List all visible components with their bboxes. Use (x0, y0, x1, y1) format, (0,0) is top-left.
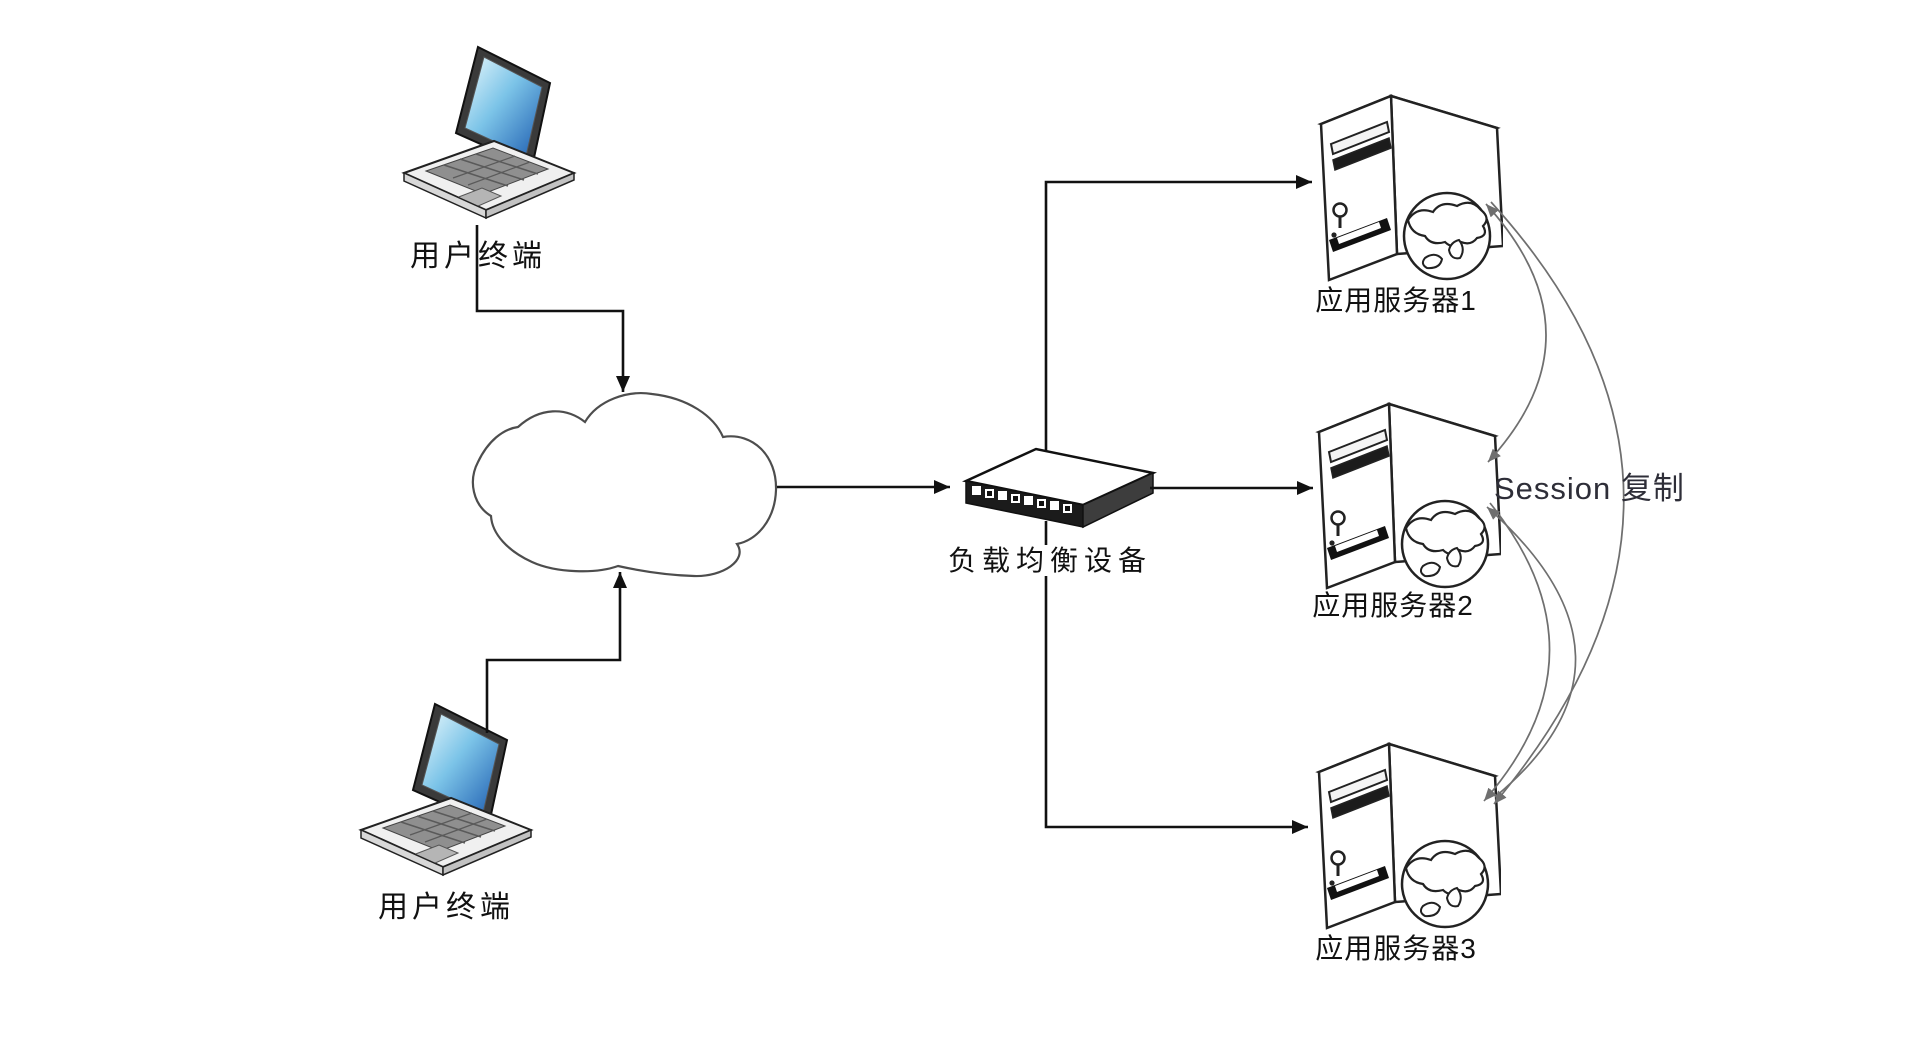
cloud-icon (471, 392, 778, 578)
session-arc-server3-server2 (1486, 506, 1577, 798)
session-arc-server2-server3 (1483, 502, 1551, 802)
server1-label: 应用服务器1 (1315, 285, 1477, 316)
client-bottom-label: 用户终端 (378, 891, 514, 924)
arrow-client-top-to-cloud (475, 225, 630, 392)
load-balancer-label: 负载均衡设备 (900, 545, 1200, 577)
session-replication-label: Session 复制 (1494, 471, 1685, 506)
server2-label: 应用服务器2 (1312, 590, 1474, 621)
client-top-label: 用户终端 (410, 240, 546, 273)
arrow-client-bottom-to-cloud (485, 572, 627, 733)
server3-label: 应用服务器3 (1315, 933, 1477, 964)
switch-ports (972, 486, 1072, 513)
session-replication-arcs (1483, 201, 1625, 805)
arrow-load-balancer-to-server3 (1044, 521, 1308, 834)
load-balancer-icon (961, 447, 1158, 529)
session-arc-server1-server2 (1485, 203, 1547, 463)
session-arc-server1-server3 (1490, 201, 1625, 805)
primary-connectors (475, 175, 1313, 834)
arrow-load-balancer-to-server1 (1044, 175, 1312, 452)
